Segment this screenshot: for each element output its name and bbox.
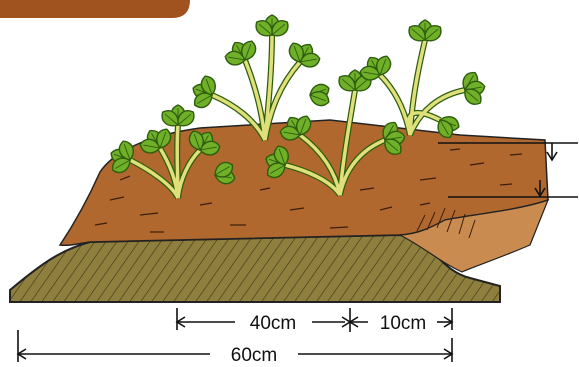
label-bed-width: 60cm [231,345,277,366]
header-banner-corner [0,0,190,18]
label-plant-spacing: 40cm [250,313,296,334]
label-edge-margin: 10cm [380,313,426,334]
plant-back-right [359,20,486,141]
